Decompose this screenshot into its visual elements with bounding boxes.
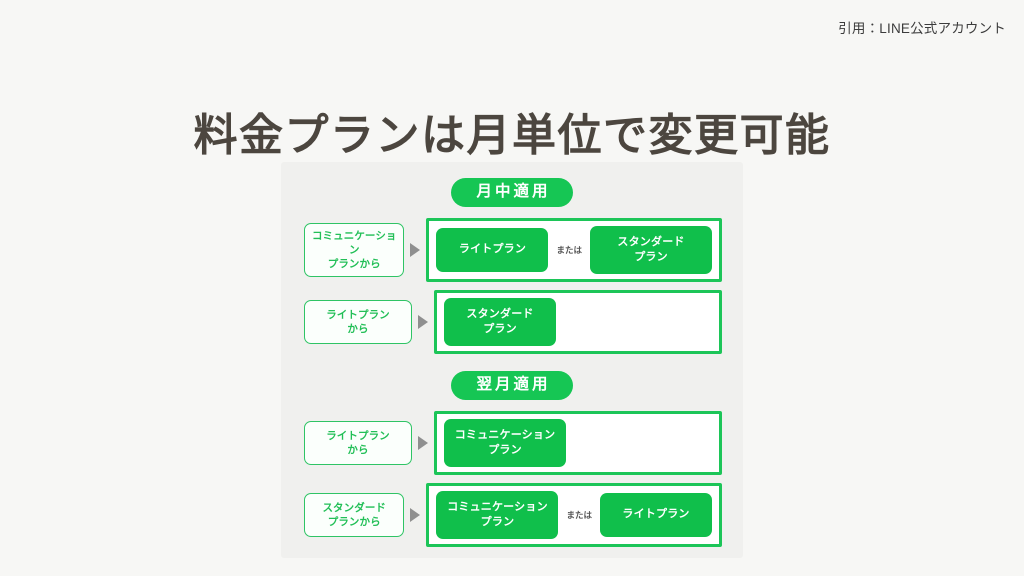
plan-chip: ライトプラン — [436, 227, 549, 272]
arrow-right-icon — [404, 507, 426, 522]
page-title: 料金プランは月単位で変更可能 — [193, 111, 831, 161]
or-separator-label: または — [566, 509, 592, 520]
section-header-mid-month: 月中適用 — [281, 178, 743, 207]
plan-chip: スタンダード プラン — [590, 226, 712, 274]
plan-chip: スタンダード プラン — [444, 298, 556, 346]
from-plan-box: ライトプラン から — [304, 420, 412, 465]
arrow-right-icon — [412, 314, 434, 329]
citation-text: 引用：LINE公式アカウント — [838, 21, 1006, 36]
from-plan-box: コミュニケーション プランから — [304, 222, 405, 278]
to-plan-container: ライトプラン または スタンダード プラン — [426, 218, 722, 282]
flow-row: ライトプラン から スタンダード プラン — [304, 290, 722, 354]
or-separator-label: または — [556, 244, 582, 255]
plan-chip: ライトプラン — [600, 492, 712, 537]
flow-row: スタンダード プランから コミュニケーション プラン または ライトプラン — [304, 483, 722, 547]
plan-chip: コミュニケーション プラン — [436, 491, 559, 539]
arrow-right-icon — [412, 435, 434, 450]
from-plan-box: スタンダード プランから — [304, 492, 405, 537]
arrow-right-icon — [404, 242, 426, 257]
section-badge-label: 翌月適用 — [451, 371, 573, 400]
flow-row: コミュニケーション プランから ライトプラン または スタンダード プラン — [304, 218, 722, 282]
section-header-next-month: 翌月適用 — [281, 371, 743, 400]
plan-change-diagram-panel: 月中適用 コミュニケーション プランから ライトプラン または スタンダード プ… — [281, 162, 743, 558]
to-plan-container: スタンダード プラン — [434, 290, 722, 354]
to-plan-container: コミュニケーション プラン または ライトプラン — [426, 483, 722, 547]
from-plan-box: ライトプラン から — [304, 299, 412, 344]
to-plan-container: コミュニケーション プラン — [434, 411, 722, 475]
flow-row: ライトプラン から コミュニケーション プラン — [304, 411, 722, 475]
section-badge-label: 月中適用 — [451, 178, 573, 207]
plan-chip: コミュニケーション プラン — [444, 419, 566, 467]
